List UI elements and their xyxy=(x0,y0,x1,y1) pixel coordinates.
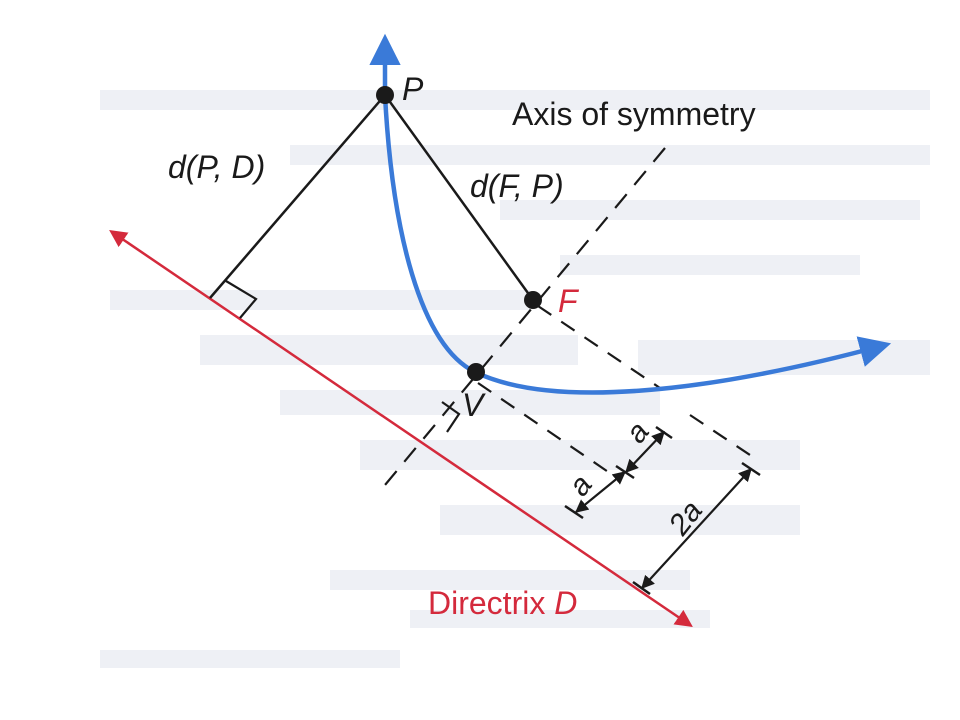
right-angle-axis xyxy=(441,401,461,433)
segment-p-to-directrix xyxy=(209,94,386,299)
label-axis-of-symmetry: Axis of symmetry xyxy=(512,96,756,132)
measure-arrow-a-upper xyxy=(625,431,665,473)
measure-arrow-2a xyxy=(641,468,752,589)
label-directrix: Directrix D xyxy=(428,585,577,621)
right-angle-p xyxy=(225,280,258,319)
point-v xyxy=(467,363,485,381)
measure-arrow-a-lower xyxy=(574,471,627,513)
label-distance-p-d: d(P, D) xyxy=(168,149,265,185)
guide-line-vertex xyxy=(477,382,621,481)
guide-line-2a xyxy=(689,414,751,456)
label-v: V xyxy=(462,387,486,423)
label-p: P xyxy=(402,71,424,107)
point-p xyxy=(376,86,394,104)
point-f xyxy=(524,291,542,309)
directrix-line xyxy=(109,230,693,627)
guide-line-focus xyxy=(537,305,661,389)
label-distance-f-p: d(F, P) xyxy=(470,168,564,204)
label-f: F xyxy=(558,283,580,319)
